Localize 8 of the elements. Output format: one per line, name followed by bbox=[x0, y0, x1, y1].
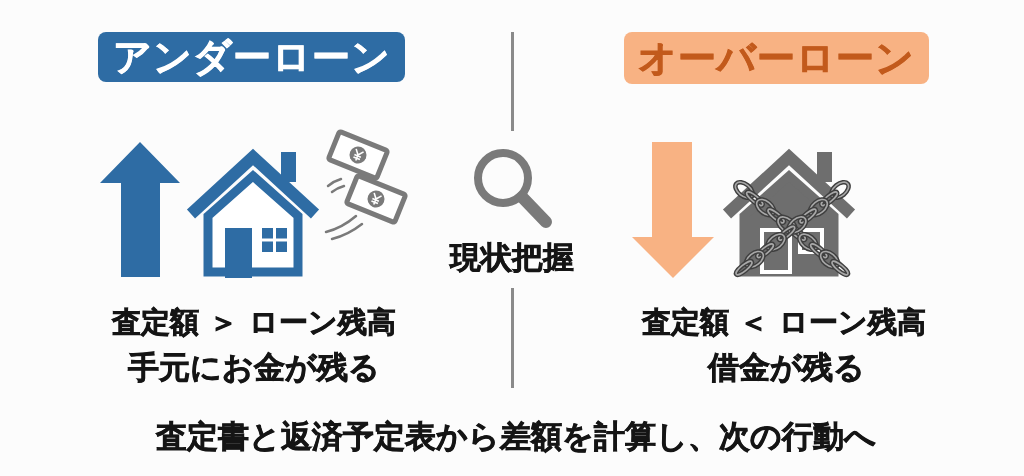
title-banner: オーバーローン bbox=[624, 32, 929, 84]
title-banner: アンダーローン bbox=[98, 32, 405, 82]
result-text: 手元にお金が残る bbox=[128, 350, 380, 386]
caption-text: 査定書と返済予定表から差額を計算し、次の行動へ bbox=[156, 419, 876, 455]
result-text: 借金が残る bbox=[707, 350, 865, 386]
center-label: 現状把握 bbox=[450, 240, 574, 276]
condition-text: 査定額 ＞ ローン残高 bbox=[112, 306, 396, 340]
condition-text: 査定額 ＜ ローン残高 bbox=[642, 306, 926, 340]
